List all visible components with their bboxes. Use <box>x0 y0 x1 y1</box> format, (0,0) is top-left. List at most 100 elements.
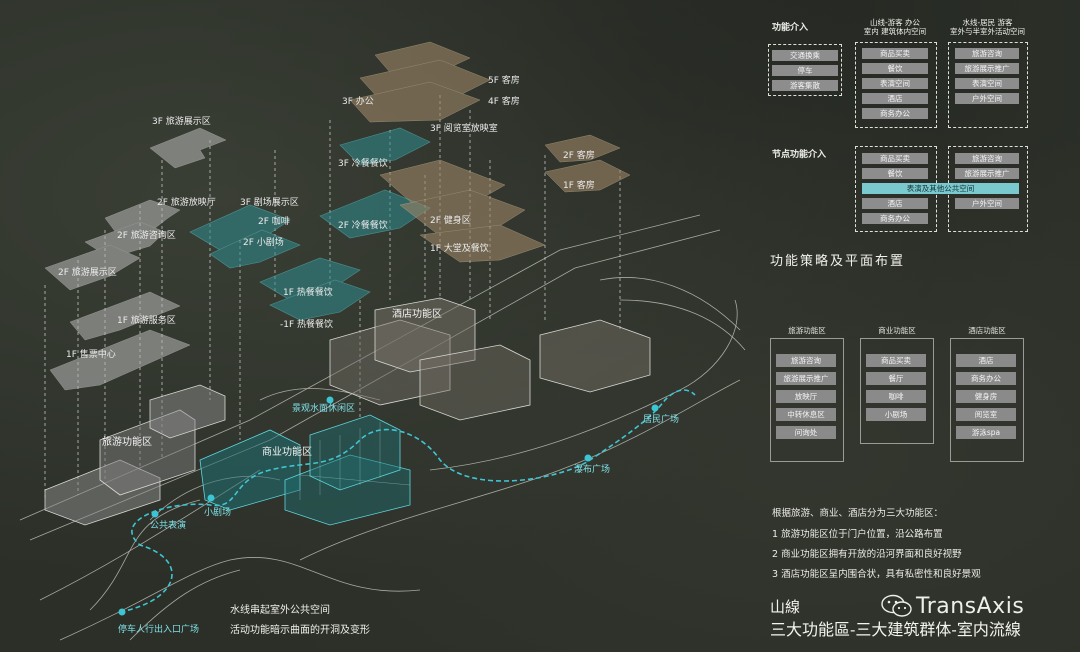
commerce-item-3: 咖啡 <box>866 390 926 403</box>
zone-frame-tourism <box>770 338 844 462</box>
place-label-parking-entrance: 停车人行出入口广场 <box>118 623 199 635</box>
tourism-item-4: 中转休息区 <box>776 408 836 421</box>
zone-head-hotel: 酒店功能区 <box>968 326 1006 335</box>
building-grid <box>299 422 411 500</box>
brand-watermark: TransAxis <box>916 594 1025 619</box>
zone-frame-hotel <box>950 338 1024 462</box>
col-head-mountain-line2: 室内 建筑体内空间 <box>863 27 927 36</box>
box-business: 商务办公 <box>862 108 928 119</box>
left-dashed-frame <box>768 44 842 96</box>
node-box-dining: 餐饮 <box>862 168 928 179</box>
tourism-item-2: 旅游展示推广 <box>776 372 836 385</box>
hotel-item-1: 酒店 <box>956 354 1016 367</box>
desc-intro: 根据旅游、商业、酒店分为三大功能区： <box>772 508 944 519</box>
place-label-public-show: 公共表演 <box>150 519 186 531</box>
label-3f-reading: 3F 阅览室放映室 <box>430 122 498 134</box>
zone-label-commerce: 商业功能区 <box>262 445 312 458</box>
zone-frame-commerce <box>860 338 934 444</box>
caption-line-2: 活动功能暗示曲面的开洞及变形 <box>230 625 370 636</box>
place-label-waterfall-plaza: 瀑布广场 <box>574 463 610 475</box>
box-dining: 餐饮 <box>862 63 928 74</box>
box-goods: 商品买卖 <box>862 48 928 59</box>
tourism-item-3: 放映厅 <box>776 390 836 403</box>
label-b1f-hot-food: -1F 热餐餐饮 <box>280 318 333 330</box>
label-3f-cold-drink: 3F 冷餐餐饮 <box>338 157 388 169</box>
hotel-item-3: 健身房 <box>956 390 1016 403</box>
label-1f-guest-right: 1F 客房 <box>563 179 595 191</box>
zone-head-tourism: 旅游功能区 <box>788 326 826 335</box>
node-intervention-title: 节点功能介入 <box>772 150 827 160</box>
label-2f-tour-exhibit: 2F 旅游展示区 <box>58 266 117 278</box>
label-5f-guest: 5F 客房 <box>488 74 520 86</box>
desc-point-2: 2 商业功能区拥有开放的沿河界面和良好视野 <box>772 549 962 560</box>
label-2f-tour-info: 2F 旅游咨询区 <box>117 229 176 241</box>
zone-label-tourism: 旅游功能区 <box>102 435 152 448</box>
label-3f-office: 3F 办公 <box>342 95 374 107</box>
water-nodes <box>118 396 659 616</box>
wechat-icon <box>881 594 912 617</box>
floor-labels: 3F 旅游展示区 2F 旅游放映厅 2F 旅游咨询区 2F 旅游展示区 1F 旅… <box>58 74 595 360</box>
box-parking: 停车 <box>772 65 838 76</box>
strategy-heading: 功能策略及平面布置 <box>770 254 906 269</box>
node-box-tour-info: 旅游咨询 <box>955 153 1019 164</box>
tourism-item-5: 问询处 <box>776 426 836 439</box>
hotel-item-4: 阅览室 <box>956 408 1016 421</box>
commerce-plates <box>189 127 431 321</box>
commerce-item-2: 餐厅 <box>866 372 926 385</box>
node-box-hotel: 酒店 <box>862 198 928 209</box>
desc-point-3: 3 酒店功能区呈内围合状，具有私密性和良好景观 <box>772 569 981 580</box>
mountain-dashed-frame <box>855 42 937 128</box>
hotel-item-2: 商务办公 <box>956 372 1016 385</box>
zone-label-hotel: 酒店功能区 <box>392 307 442 320</box>
col-head-water: 水线-居民 游客 室外与半室外活动空间 <box>940 18 1035 36</box>
node-box-business: 商务办公 <box>862 213 928 224</box>
place-label-residents-plaza: 居民广场 <box>643 413 679 425</box>
zone-labels: 酒店功能区 旅游功能区 商业功能区 <box>102 307 442 458</box>
label-2f-guest-right: 2F 客房 <box>563 149 595 161</box>
place-label-small-theater: 小剧场 <box>204 507 231 518</box>
label-2f-tour-cinema: 2F 旅游放映厅 <box>157 196 216 208</box>
box-transfer: 交通换乘 <box>772 50 838 61</box>
buildings <box>44 297 651 526</box>
hotel-plates <box>349 41 631 263</box>
tourism-item-1: 旅游咨询 <box>776 354 836 367</box>
col-head-mountain-line1: 山线-游客 办公 <box>869 18 921 27</box>
label-3f-tour-exhibit: 3F 旅游展示区 <box>152 115 211 127</box>
label-2f-gym: 2F 健身区 <box>430 214 471 226</box>
label-1f-tour-service: 1F 旅游服务区 <box>117 314 176 326</box>
function-intervention-title: 功能介入 <box>772 23 809 33</box>
col-head-water-line2: 室外与半室外活动空间 <box>950 27 1025 36</box>
title-line-2: 三大功能區-三大建筑群体-室内流線 <box>770 620 1021 639</box>
box-performance: 表演空间 <box>862 78 928 89</box>
place-labels: 景观水面休闲区 居民广场 瀑布广场 小剧场 公共表演 停车人行出入口广场 <box>118 402 679 635</box>
label-1f-hot-food: 1F 热餐餐饮 <box>283 286 333 298</box>
box-tour-promo: 旅游展示推广 <box>955 63 1019 74</box>
label-2f-cold-drink: 2F 冷餐餐饮 <box>338 219 388 231</box>
hotel-item-5: 游泳spa <box>956 426 1016 439</box>
caption-line-1: 水线串起室外公共空间 <box>230 605 330 616</box>
label-4f-guest: 4F 客房 <box>488 95 520 107</box>
label-3f-theater: 3F 剧场展示区 <box>240 197 299 208</box>
col-head-water-line1: 水线-居民 游客 <box>962 18 1013 27</box>
zone-head-commerce: 商业功能区 <box>878 326 916 335</box>
box-tour-info: 旅游咨询 <box>955 48 1019 59</box>
place-label-waterfront: 景观水面休闲区 <box>292 402 355 414</box>
box-hotel: 酒店 <box>862 93 928 104</box>
col-head-mountain: 山线-游客 办公 室内 建筑体内空间 <box>855 18 935 36</box>
box-water-performance: 表演空间 <box>955 78 1019 89</box>
label-1f-hall: 1F 大堂及餐饮 <box>430 242 489 254</box>
node-box-tour-promo: 旅游展示推广 <box>955 168 1019 179</box>
box-gathering: 游客集散 <box>772 80 838 91</box>
node-box-outdoor: 户外空间 <box>955 198 1019 209</box>
tourism-plates <box>44 127 227 391</box>
commerce-item-4: 小剧场 <box>866 408 926 421</box>
water-dashed-frame <box>948 42 1028 128</box>
label-2f-small-theater: 2F 小剧场 <box>243 237 284 248</box>
water-line <box>119 389 696 613</box>
label-1f-ticket: 1F 售票中心 <box>66 348 116 360</box>
node-box-shared-public: 表演及其他公共空间 <box>862 183 1019 194</box>
commerce-item-1: 商品买卖 <box>866 354 926 367</box>
title-line-1: 山線 <box>770 598 801 616</box>
box-outdoor: 户外空间 <box>955 93 1019 104</box>
